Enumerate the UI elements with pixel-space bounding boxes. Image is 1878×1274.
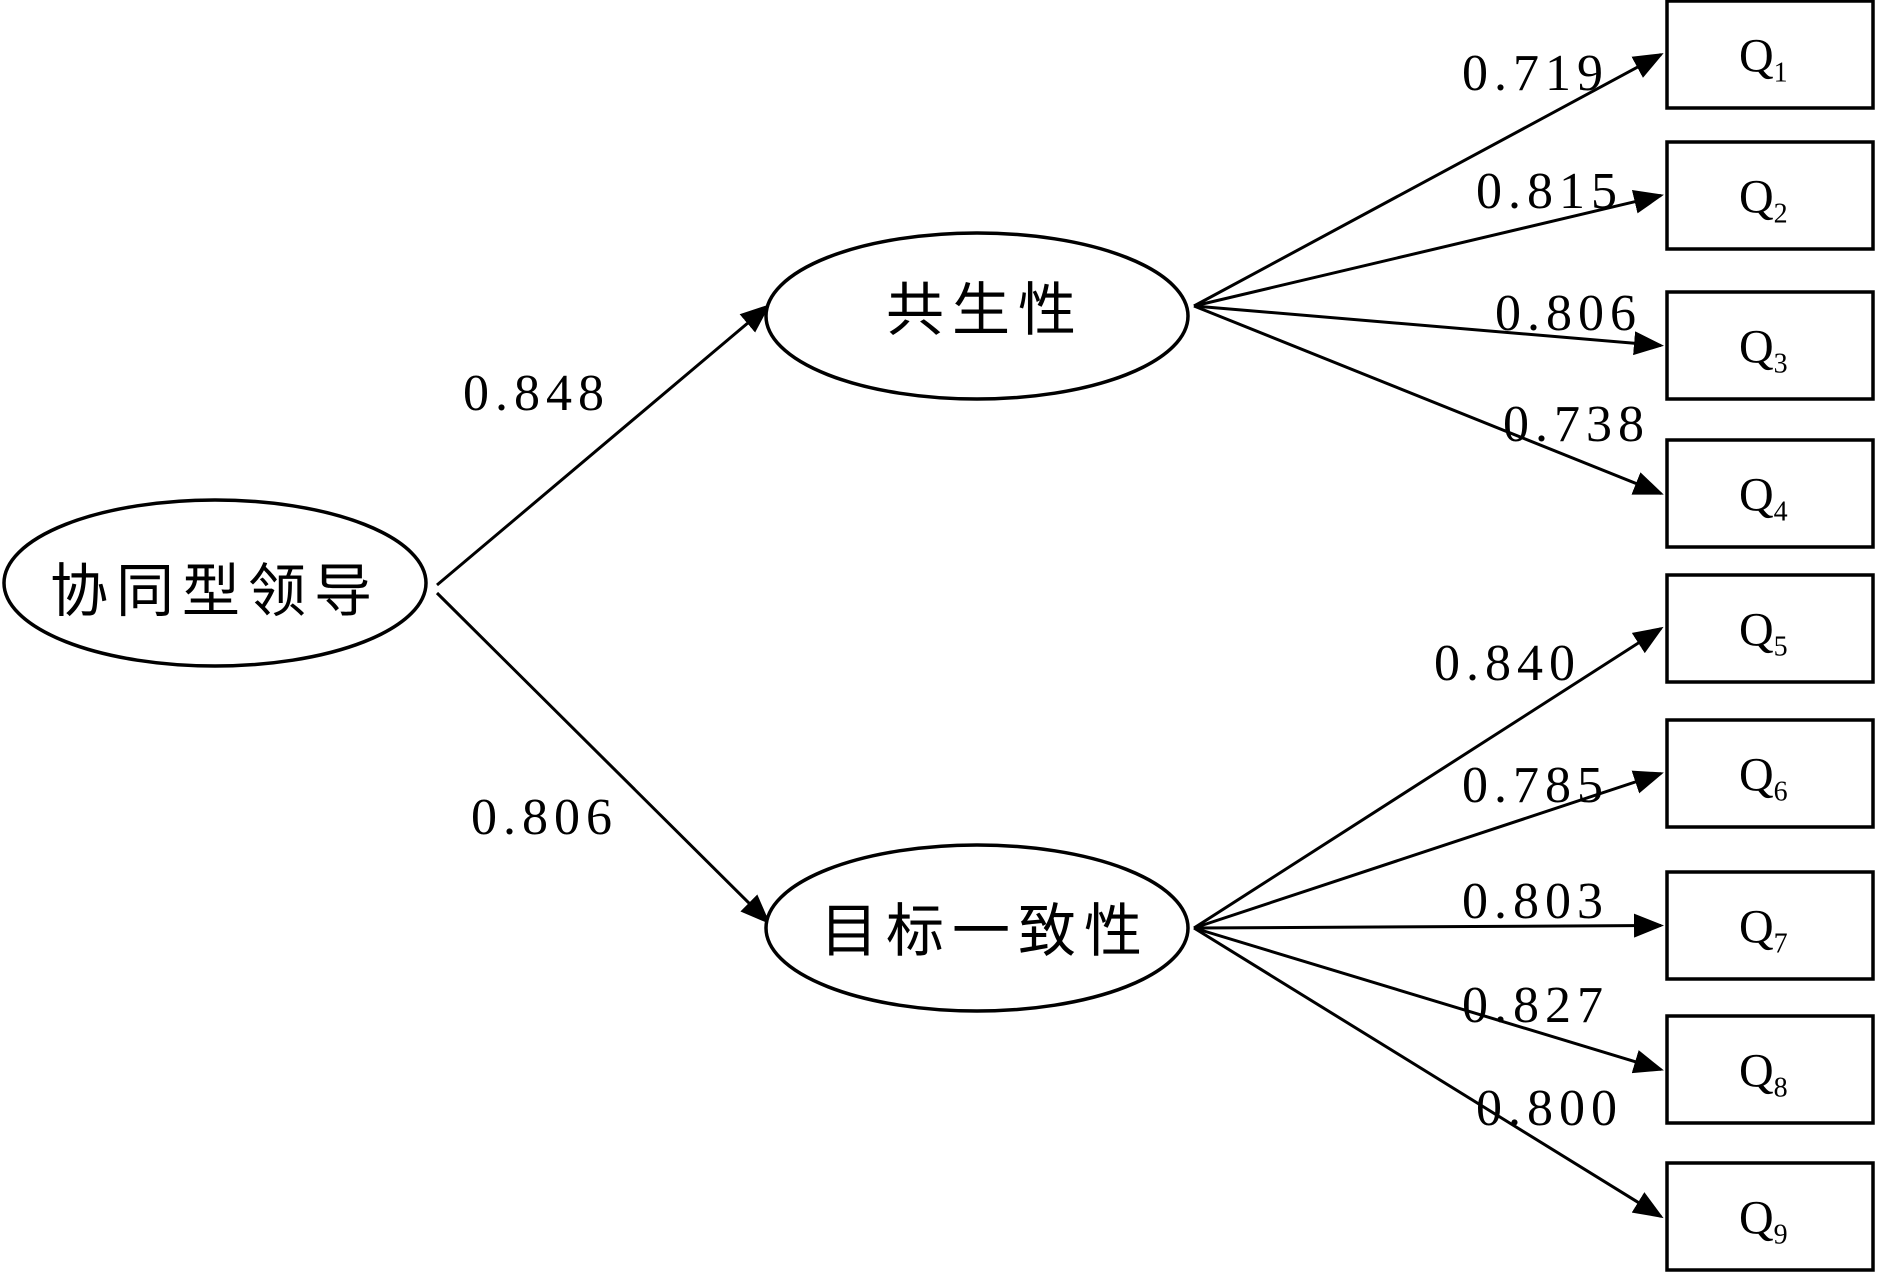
loading-value-q6: 0.785 <box>1462 757 1609 814</box>
latent-node-root: 协同型领导 <box>2 498 428 668</box>
path-coefficient-factor2: 0.806 <box>471 789 618 846</box>
loading-value-q8: 0.827 <box>1462 977 1609 1034</box>
path-arrow-root-factor2 <box>435 591 771 925</box>
indicator-label-q8: Q8 <box>1739 1045 1788 1104</box>
indicator-label-q2: Q2 <box>1739 171 1788 230</box>
latent-node-factor2: 目标一致性 <box>764 843 1190 1013</box>
indicator-box-q4: Q4 <box>1665 438 1875 549</box>
loading-arrows <box>1193 53 1664 1219</box>
indicator-box-q1: Q1 <box>1665 0 1875 110</box>
loading-value-q9: 0.800 <box>1476 1080 1623 1137</box>
loading-value-q1: 0.719 <box>1462 45 1609 102</box>
loading-arrow-q2 <box>1193 190 1664 308</box>
loading-labels: 0.719 0.815 0.806 0.738 0.840 0.785 0.803 0.827… <box>1434 45 1650 1137</box>
indicator-label-q1: Q1 <box>1739 30 1788 89</box>
loading-value-q2: 0.815 <box>1476 163 1623 220</box>
indicator-box-q8: Q8 <box>1665 1014 1875 1125</box>
indicator-label-q3: Q3 <box>1739 321 1788 380</box>
loading-arrow-q8 <box>1193 926 1664 1074</box>
loading-arrow-q6 <box>1193 770 1664 930</box>
indicator-label-q9: Q9 <box>1739 1192 1788 1251</box>
loading-arrow-q4 <box>1193 304 1664 495</box>
loading-arrow-q3 <box>1193 304 1664 356</box>
loading-value-q7: 0.803 <box>1462 873 1609 930</box>
indicator-box-q2: Q2 <box>1665 140 1875 251</box>
loading-arrow-q7 <box>1193 913 1664 938</box>
loading-value-q5: 0.840 <box>1434 635 1581 692</box>
loading-value-q4: 0.738 <box>1503 396 1650 453</box>
path-coefficient-factor1: 0.848 <box>463 365 610 422</box>
loading-value-q3: 0.806 <box>1495 285 1642 342</box>
indicator-label-q5: Q5 <box>1739 604 1788 663</box>
latent-label-root: 协同型领导 <box>50 557 380 625</box>
loading-arrow-q1 <box>1193 53 1664 308</box>
indicator-box-q7: Q7 <box>1665 870 1875 981</box>
indicator-label-q6: Q6 <box>1739 749 1788 808</box>
indicator-label-q4: Q4 <box>1739 469 1788 528</box>
loading-arrow-q5 <box>1193 626 1664 930</box>
loading-arrow-q9 <box>1193 926 1664 1219</box>
latent-node-factor1: 共生性 <box>764 231 1190 401</box>
indicator-box-q3: Q3 <box>1665 290 1875 401</box>
indicator-box-q5: Q5 <box>1665 573 1875 684</box>
latent-label-factor2: 目标一致性 <box>820 897 1150 965</box>
indicator-box-q9: Q9 <box>1665 1161 1875 1272</box>
path-arrow-root-factor1 <box>436 304 771 587</box>
indicator-label-q7: Q7 <box>1739 901 1788 960</box>
indicator-box-q6: Q6 <box>1665 718 1875 829</box>
latent-label-factor1: 共生性 <box>886 276 1084 344</box>
